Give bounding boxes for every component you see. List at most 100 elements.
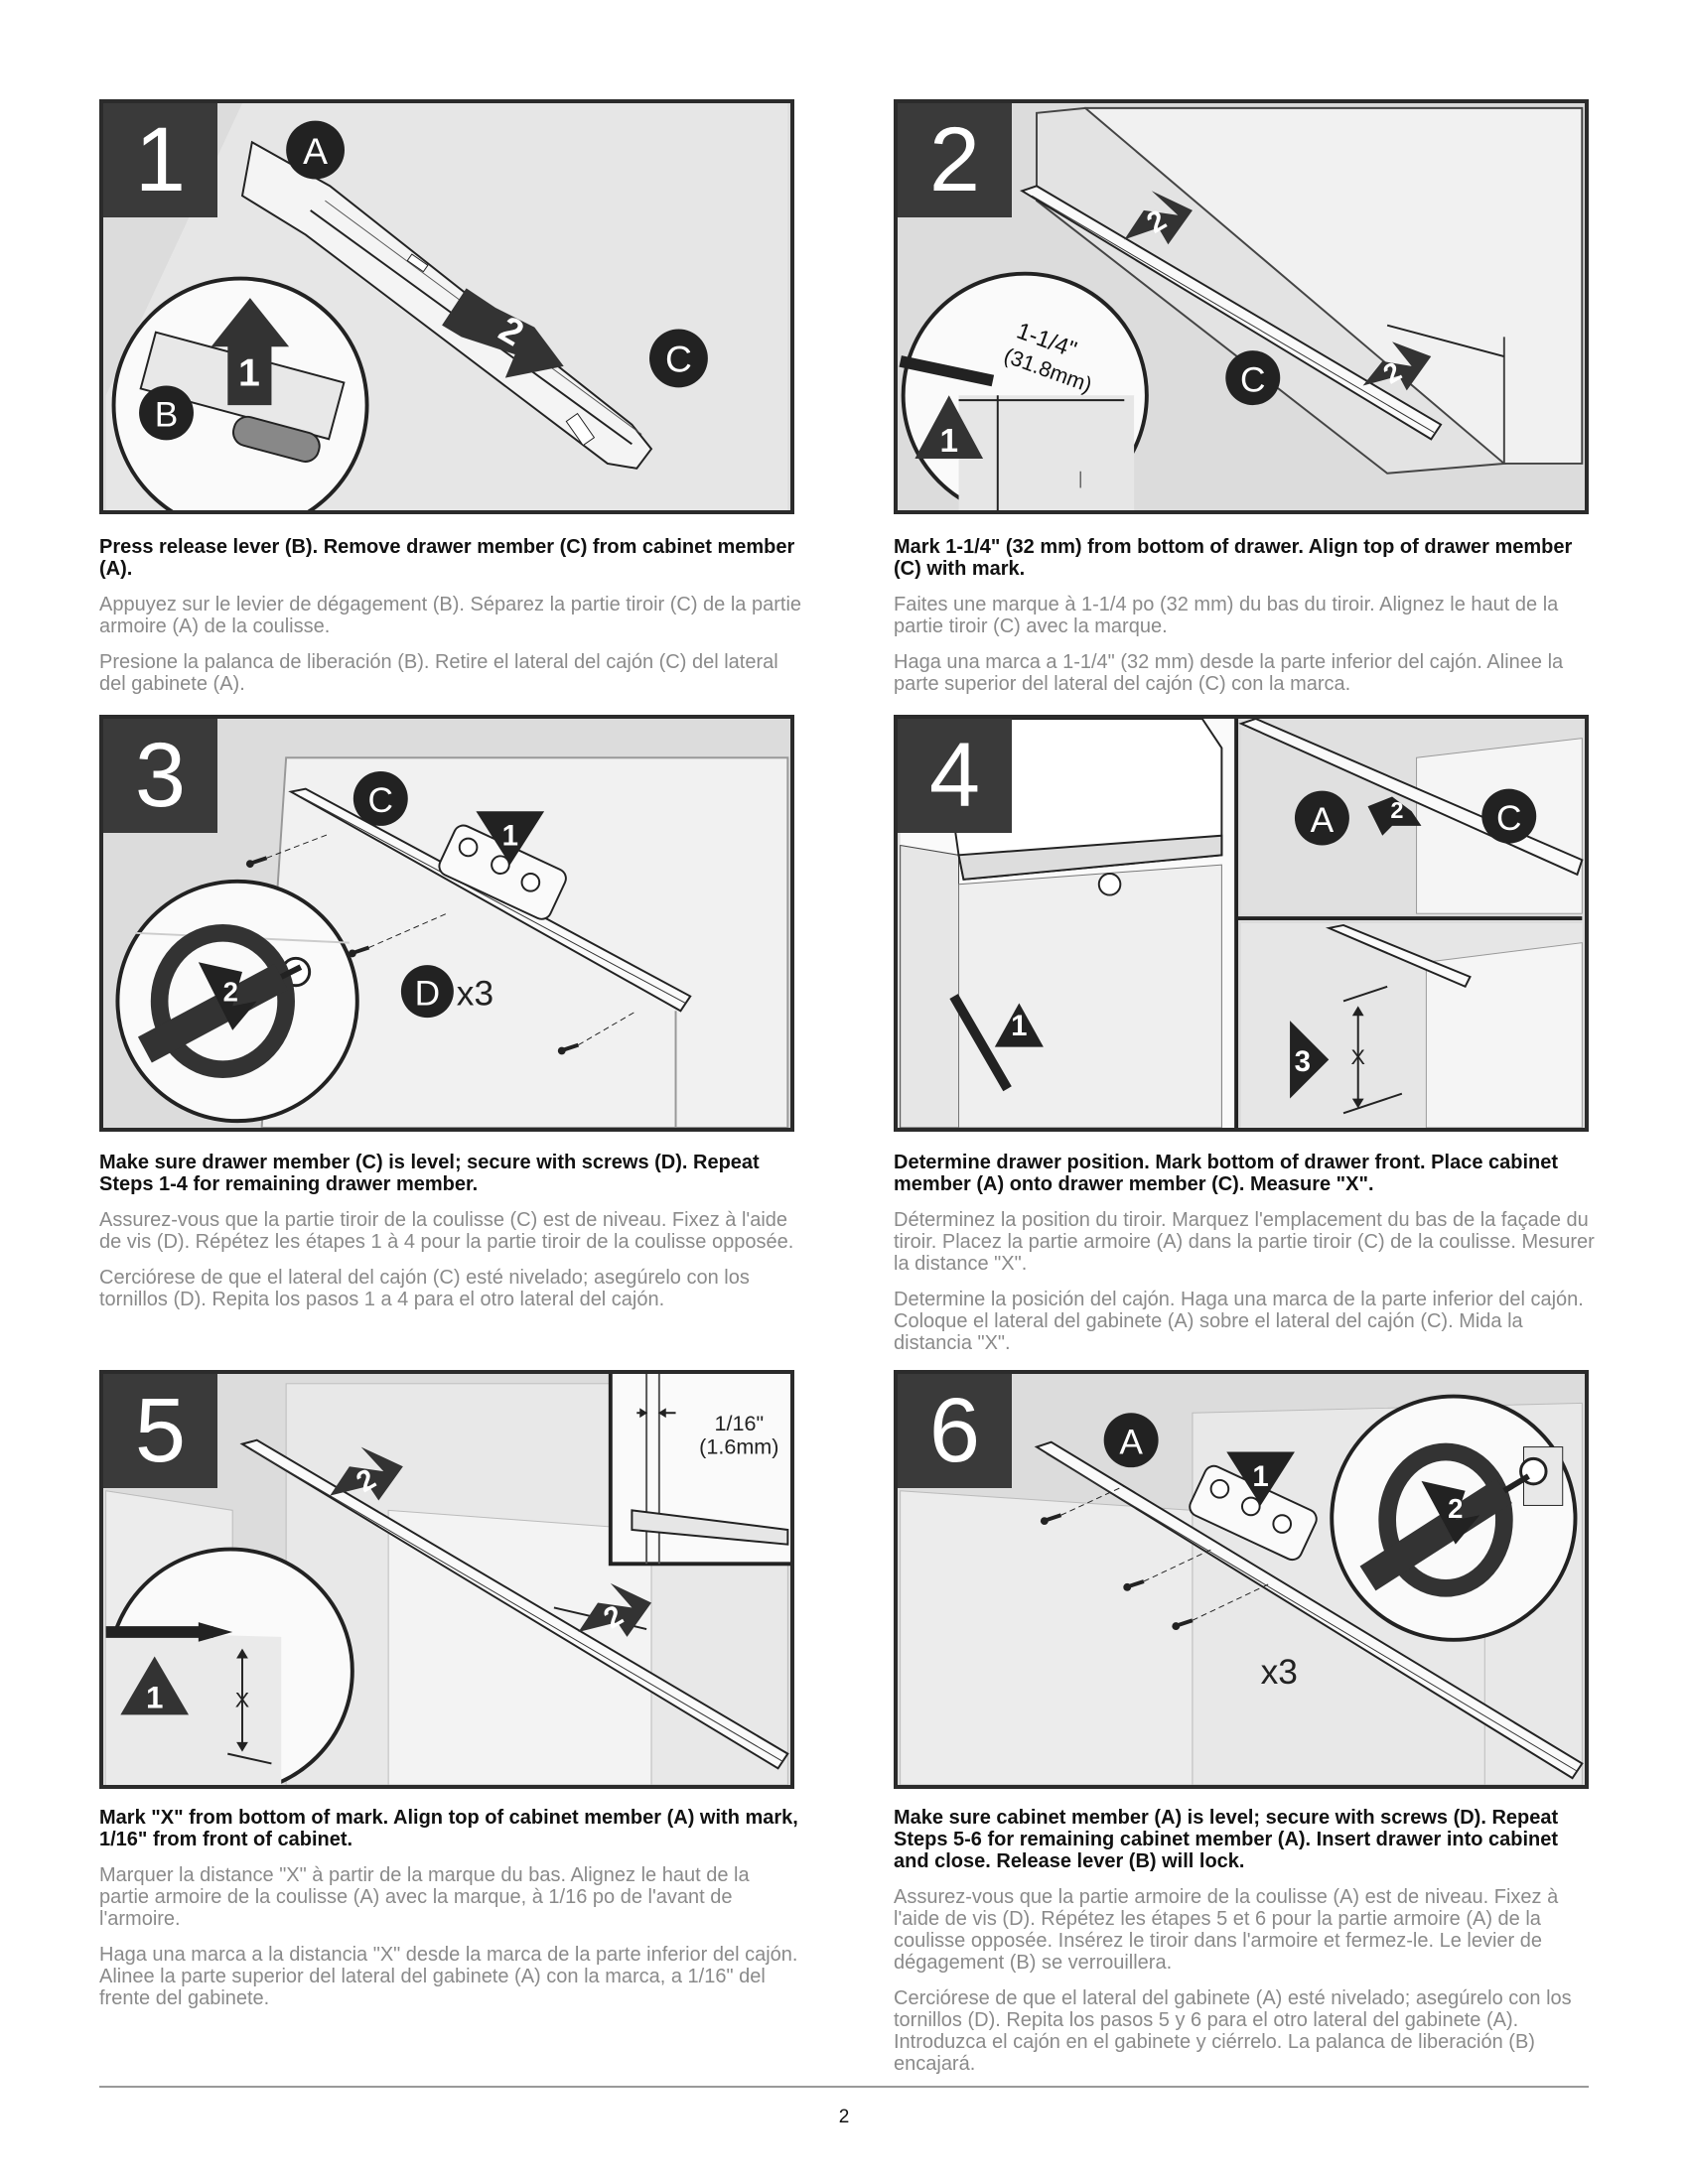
detail-circle: 2: [1330, 1394, 1578, 1642]
svg-text:3: 3: [1295, 1045, 1311, 1078]
footer-divider: [99, 2086, 1589, 2088]
instruction-en: Make sure drawer member (C) is level; se…: [99, 1152, 760, 1195]
svg-text:A: A: [1119, 1423, 1143, 1461]
svg-text:A: A: [303, 130, 328, 172]
arrow-1-icon: [476, 811, 545, 866]
step-5-caption: Mark "X" from bottom of mark. Align top …: [99, 1807, 804, 2023]
step-number: 2: [898, 103, 1012, 217]
instruction-en: Press release lever (B). Remove drawer m…: [99, 536, 795, 580]
drawer-member-rail: [288, 787, 692, 1013]
drawer-box: [1036, 106, 1584, 475]
detail-circle: 2: [115, 879, 359, 1124]
instruction-es: Haga una marca a la distancia "X" desde …: [99, 1944, 798, 2009]
instruction-en: Determine drawer position. Mark bottom o…: [894, 1152, 1559, 1195]
instruction-es: Haga una marca a 1-1/4" (32 mm) desde la…: [894, 651, 1564, 695]
arrow-1-icon: [211, 298, 290, 406]
arrow-2-icon: [1421, 1480, 1480, 1545]
svg-text:2: 2: [1390, 797, 1403, 823]
instruction-fr: Appuyez sur le levier de dégagement (B).…: [99, 594, 802, 637]
svg-text:1: 1: [146, 1680, 163, 1714]
step-4-illustration: 4 1 2 A C: [894, 715, 1589, 1132]
svg-text:D: D: [415, 974, 441, 1013]
step-6-illustration: 6 1 A x3: [894, 1370, 1589, 1789]
instruction-es: Cerciórese de que el lateral del gabinet…: [894, 1987, 1572, 2075]
arrow-2-icon: [1124, 191, 1193, 245]
svg-text:1: 1: [1252, 1460, 1268, 1493]
cabinet-member-align-diagram: 2 2 1 X 1/16" (1.6mm): [105, 1374, 790, 1785]
step-5-illustration: 5 2 2 1 X: [99, 1370, 794, 1789]
step-1-illustration: 1 2 A C 1 B: [99, 99, 794, 514]
instruction-fr: Assurez-vous que la partie tiroir de la …: [99, 1209, 794, 1253]
svg-text:X: X: [235, 1688, 249, 1712]
svg-text:1: 1: [939, 423, 958, 460]
callout-c: C: [1225, 350, 1281, 406]
step-number: 3: [103, 719, 217, 833]
step-3-caption: Make sure drawer member (C) is level; se…: [99, 1152, 804, 1324]
arrow-2b-icon: [1362, 341, 1432, 391]
svg-text:C: C: [1496, 799, 1522, 838]
callout-d: D x3: [400, 965, 493, 1019]
callout-a: A: [286, 120, 346, 180]
screw-icon: [1123, 1579, 1145, 1591]
measure-detail: X 3: [1241, 923, 1583, 1128]
drawer-member-rail: [1019, 185, 1443, 441]
arrow-1-icon: [120, 1656, 190, 1715]
arrow-1-icon: [1226, 1451, 1295, 1506]
instruction-en: Mark 1-1/4" (32 mm) from bottom of drawe…: [894, 536, 1573, 580]
gap-detail-inset: 1/16" (1.6mm): [608, 1374, 790, 1567]
arrow-1-icon: [914, 395, 984, 460]
step-2-illustration: 2 2 2 C 1 1-1/4" (31.8mm): [894, 99, 1589, 514]
step-number: 4: [898, 719, 1012, 833]
instruction-fr: Assurez-vous que la partie armoire de la…: [894, 1886, 1559, 1974]
screw-icon: [1040, 1513, 1062, 1526]
step-4-caption: Determine drawer position. Mark bottom o…: [894, 1152, 1599, 1368]
instruction-en: Make sure cabinet member (A) is level; s…: [894, 1807, 1559, 1872]
svg-text:B: B: [155, 396, 179, 435]
arrow-2-icon: [1367, 796, 1422, 836]
svg-text:C: C: [1240, 360, 1266, 399]
detail-circle: 1 1-1/4" (31.8mm): [899, 271, 1149, 510]
svg-text:A: A: [1311, 801, 1335, 840]
svg-text:C: C: [368, 781, 394, 820]
callout-c: C: [352, 770, 408, 826]
step-2-caption: Mark 1-1/4" (32 mm) from bottom of drawe…: [894, 536, 1599, 709]
instruction-fr: Déterminez la position du tiroir. Marque…: [894, 1209, 1595, 1275]
step-number: 6: [898, 1374, 1012, 1488]
step-6-caption: Make sure cabinet member (A) is level; s…: [894, 1807, 1599, 2089]
instruction-fr: Faites une marque à 1-1/4 po (32 mm) du …: [894, 594, 1559, 637]
svg-text:2: 2: [223, 976, 238, 1007]
screw-drawer-member-diagram: 1 C D x3 2: [115, 756, 789, 1128]
callout-a: A: [1103, 1413, 1159, 1468]
arrow-2b-icon: [578, 1582, 652, 1637]
step-3-illustration: 3 1 C D x3: [99, 715, 794, 1132]
step-1-caption: Press release lever (B). Remove drawer m…: [99, 536, 804, 709]
arrow-2-icon: [330, 1446, 403, 1501]
instruction-es: Cerciórese de que el lateral del cajón (…: [99, 1267, 750, 1310]
arrow-3-icon: [1290, 1021, 1330, 1099]
svg-text:1/16": 1/16": [714, 1411, 764, 1435]
instruction-es: Determine la posición del cajón. Haga un…: [894, 1289, 1584, 1354]
svg-text:1: 1: [1011, 1010, 1027, 1042]
page-number: 2: [838, 2107, 850, 2127]
svg-text:(1.6mm): (1.6mm): [699, 1433, 778, 1458]
screw-cabinet-member-diagram: 1 A x3 2: [900, 1394, 1584, 1785]
svg-text:X: X: [1351, 1044, 1365, 1069]
instruction-en: Mark "X" from bottom of mark. Align top …: [99, 1807, 798, 1850]
screw-icon: [245, 856, 268, 869]
svg-text:1: 1: [502, 820, 518, 853]
step-number: 5: [103, 1374, 217, 1488]
cabinet-member-rail: [239, 1438, 789, 1770]
drawer-mark-diagram: 2 2 C 1 1-1/4" (31.8mm): [899, 106, 1584, 510]
screw-quantity: x3: [1261, 1653, 1298, 1692]
screw-icon: [348, 945, 370, 958]
detail-circle: 1 X: [105, 1547, 354, 1785]
slide-removal-diagram: 2 A C 1 B: [105, 103, 788, 510]
instruction-es: Presione la palanca de liberación (B). R…: [99, 651, 778, 695]
svg-text:C: C: [665, 339, 692, 380]
detail-circle: 1 B: [111, 276, 369, 510]
slide-assembly-detail: 2 A C: [1238, 719, 1584, 914]
svg-text:x3: x3: [457, 974, 493, 1013]
step-number: 1: [103, 103, 217, 217]
cabinet-member-rail: [1034, 1440, 1584, 1780]
svg-text:1: 1: [238, 350, 260, 394]
